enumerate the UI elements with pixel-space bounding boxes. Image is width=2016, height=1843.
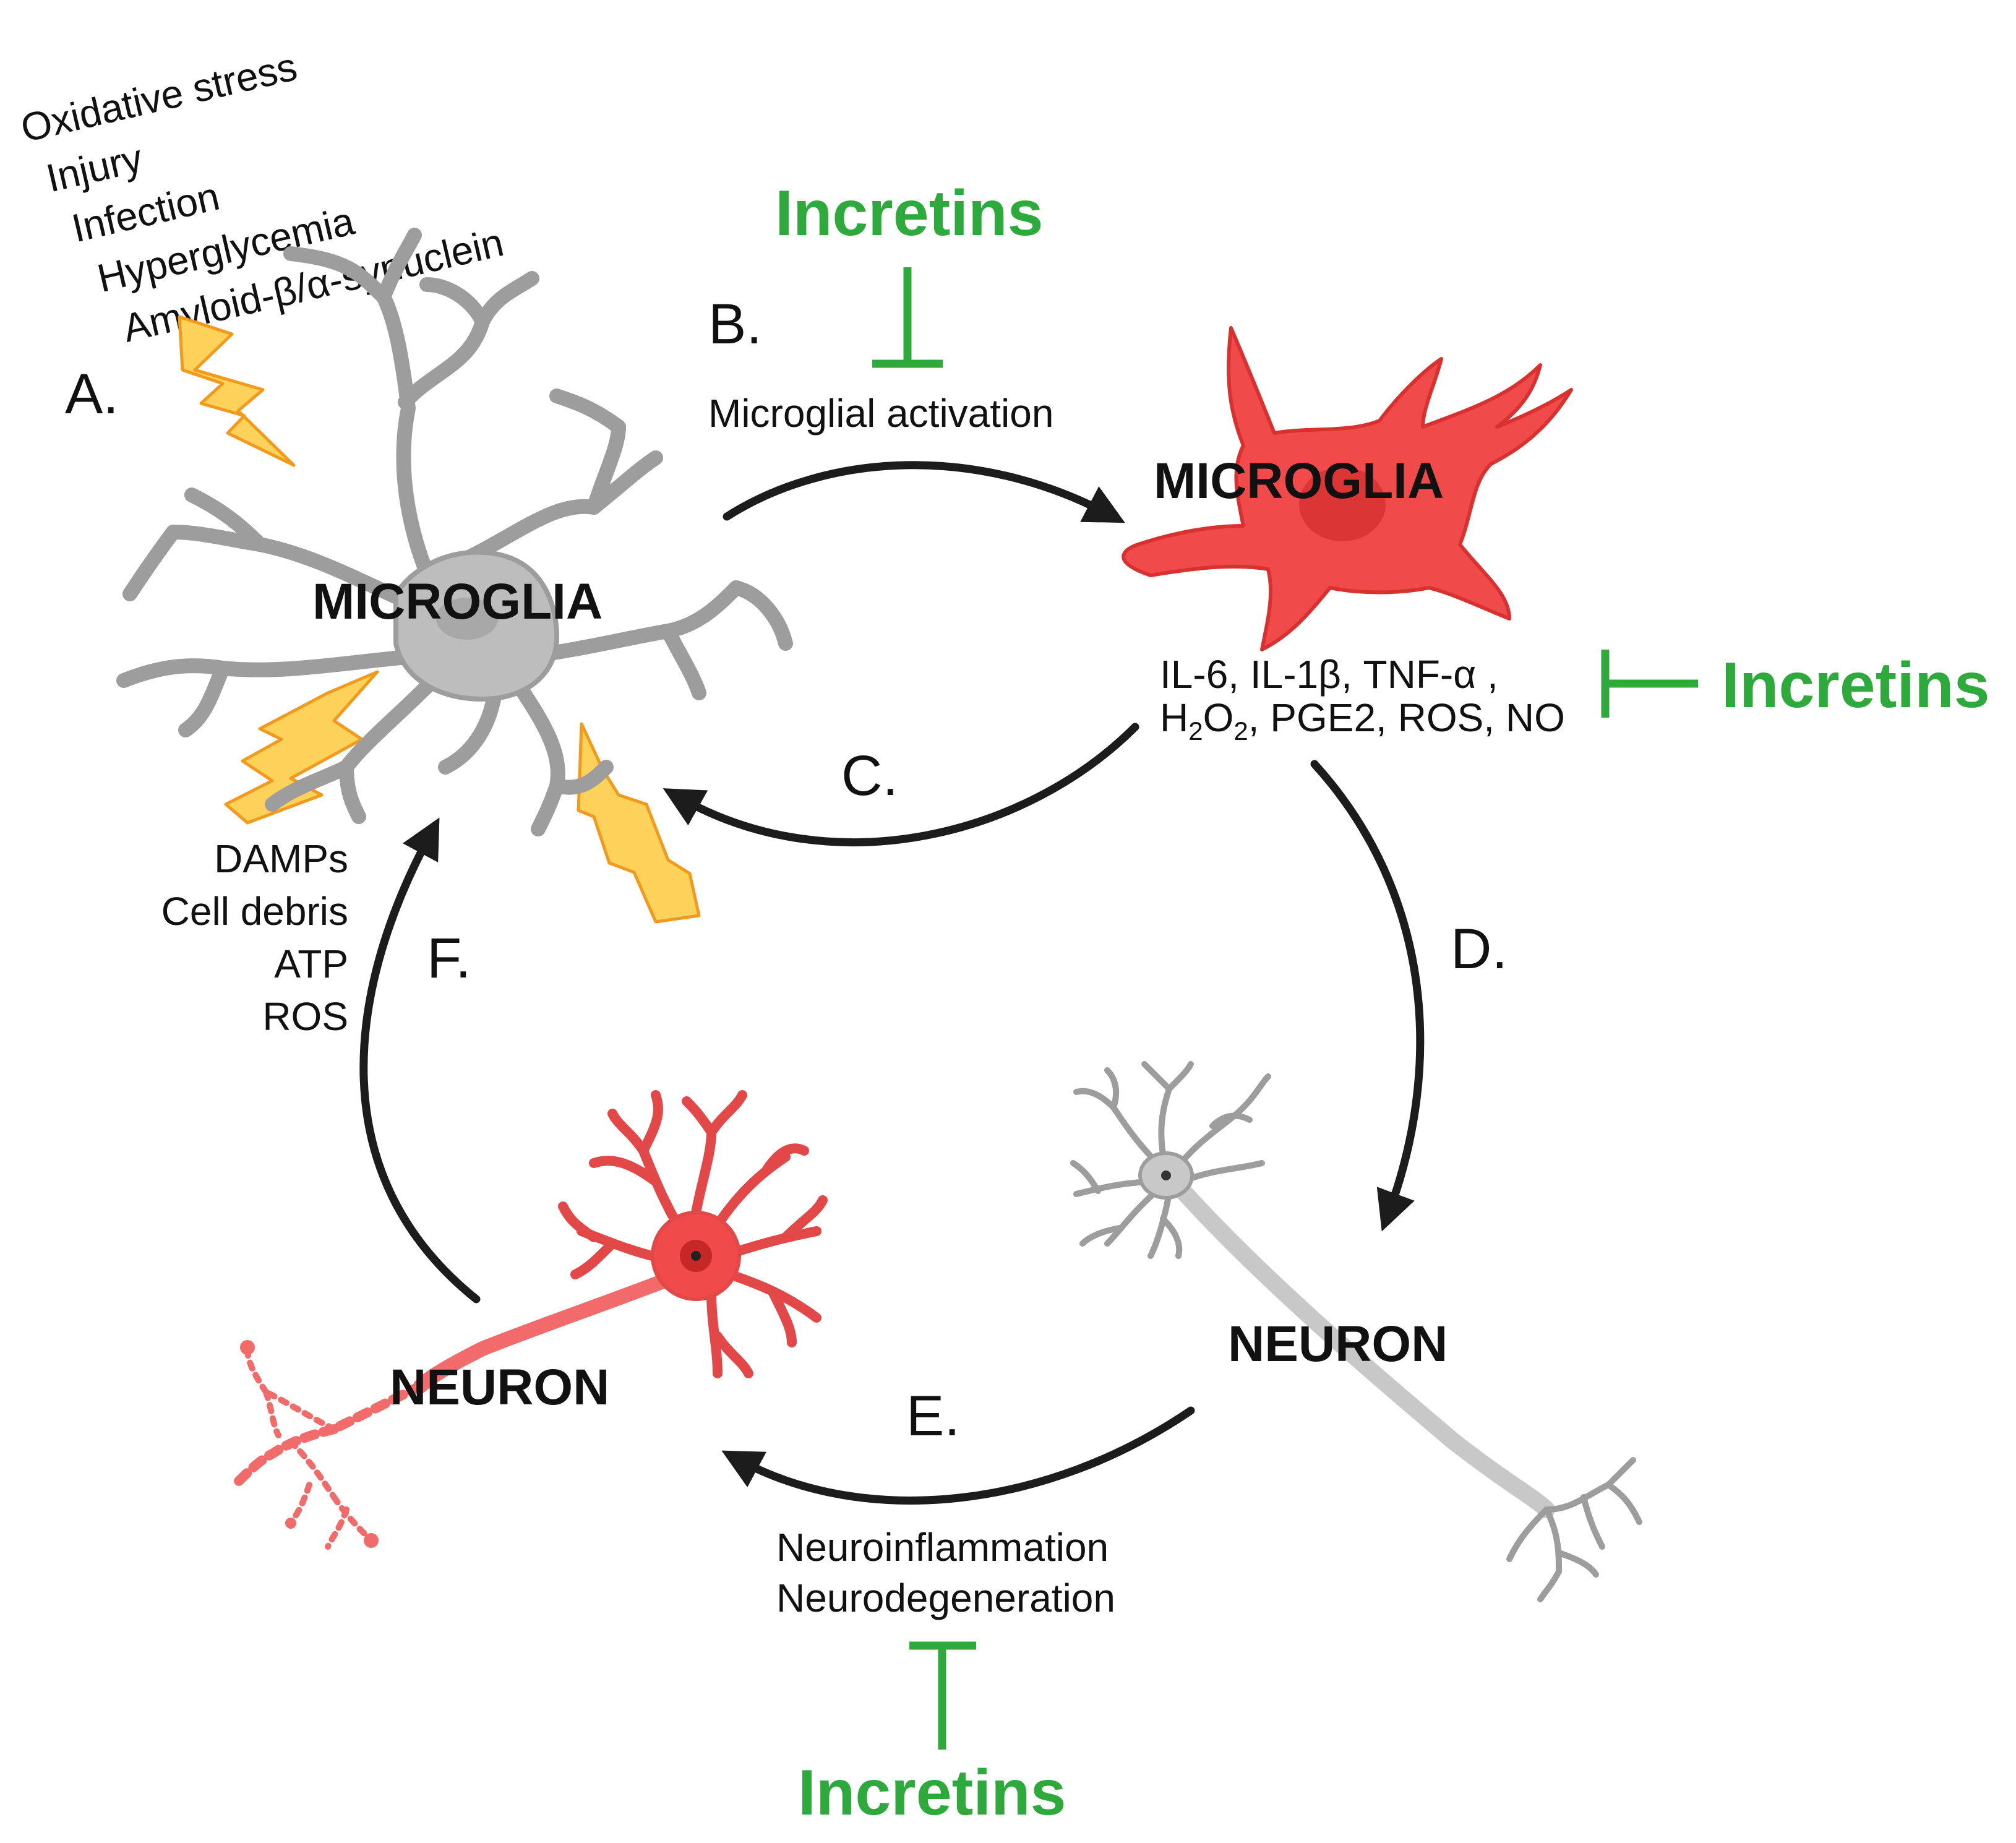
- trigger-item: Injury: [42, 135, 147, 200]
- neuron-nucleolus: [691, 1251, 701, 1261]
- trigger-item: Oxidative stress: [17, 44, 301, 151]
- microglia-nucleus: [436, 598, 498, 640]
- neuron-nucleus: [1161, 1171, 1171, 1180]
- t-bar-inhibition-icon: [1601, 650, 1698, 718]
- damps-item: DAMPs: [214, 836, 348, 881]
- fragmented-terminals: [244, 1346, 374, 1550]
- lightning-bolt-icon: [577, 722, 701, 924]
- incretins-right-label: Incretins: [1722, 650, 1989, 721]
- trigger-list: Oxidative stress Injury Infection Hyperg…: [17, 44, 508, 351]
- mediators-line-1: IL-6, IL-1β, TNF-α ,: [1160, 652, 1498, 697]
- step-label-d: D.: [1451, 917, 1508, 981]
- lightning-bolt-icon: [224, 670, 379, 825]
- resting-microglia-label: MICROGLIA: [312, 574, 603, 630]
- lightning-bolt-icon: [178, 315, 296, 467]
- terminal-blob: [285, 1518, 296, 1529]
- arrow-d-to-neuron: [1310, 760, 1425, 1232]
- damps-item: Cell debris: [161, 889, 348, 934]
- activated-microglia-label: MICROGLIA: [1154, 453, 1444, 509]
- terminal-blob: [240, 1340, 255, 1355]
- mediators-line-2: H2O2, PGE2, ROS, NO: [1160, 695, 1565, 745]
- activated-microglia-cell: [1122, 326, 1573, 651]
- resting-microglia-cell: [116, 228, 793, 836]
- damps-item: ATP: [274, 942, 348, 986]
- arrow-e-degeneration: [721, 1406, 1195, 1505]
- arrow-b-activation: [723, 461, 1125, 523]
- microglial-activation-label: Microglial activation: [708, 391, 1053, 436]
- microglia-nucleus: [1299, 467, 1386, 541]
- step-label-c: C.: [841, 744, 898, 807]
- t-bar-inhibition-icon: [872, 267, 943, 368]
- neuroinflammation-label: Neuroinflammation: [776, 1525, 1109, 1570]
- terminal-blob: [364, 1533, 379, 1548]
- step-label-b: B.: [708, 293, 762, 356]
- healthy-neuron-label: NEURON: [1228, 1316, 1448, 1372]
- fragmented-axon: [230, 1381, 426, 1490]
- damaged-neuron-cell: [230, 1090, 828, 1550]
- damps-item: ROS: [262, 994, 348, 1039]
- arrow-c-feedback: [663, 723, 1139, 846]
- damps-list: DAMPs Cell debris ATP ROS: [161, 836, 348, 1039]
- neuron-axon: [413, 1267, 688, 1393]
- step-label-f: F.: [427, 927, 471, 990]
- incretins-top-label: Incretins: [775, 178, 1043, 249]
- arrow-f-damps: [359, 817, 481, 1304]
- incretins-bottom-label: Incretins: [798, 1757, 1066, 1829]
- t-bar-inhibition-icon: [909, 1641, 976, 1750]
- neurodegeneration-label: Neurodegeneration: [776, 1576, 1115, 1620]
- healthy-neuron-cell: [1070, 1061, 1642, 1602]
- step-label-e: E.: [906, 1385, 960, 1448]
- damaged-neuron-label: NEURON: [390, 1359, 609, 1416]
- step-label-a: A.: [65, 363, 119, 426]
- neuron-axon: [1160, 1167, 1555, 1518]
